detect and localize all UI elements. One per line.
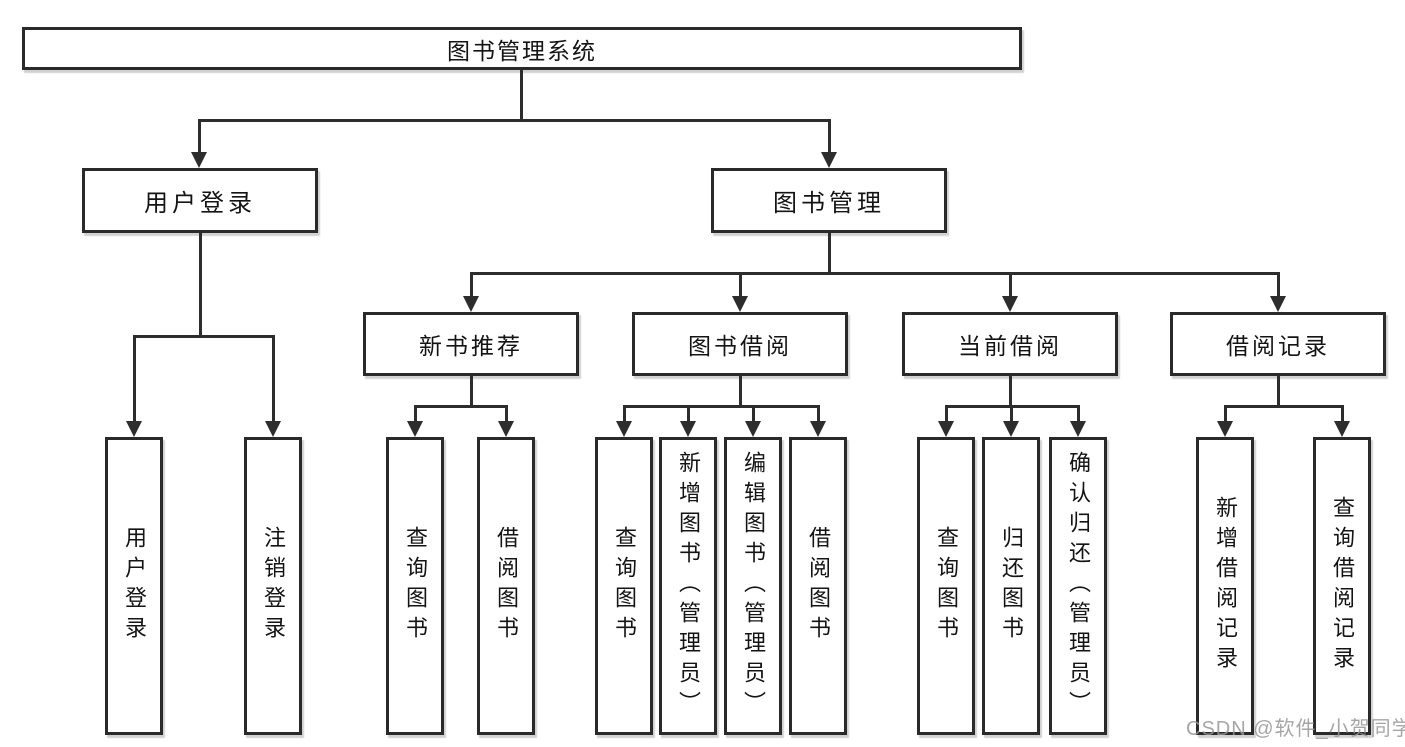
arrowhead-down-icon (1270, 296, 1286, 312)
arrowhead-down-icon (1334, 421, 1350, 437)
arrowhead-down-icon (810, 421, 826, 437)
node-label: 用户登录 (144, 190, 256, 217)
csdn-watermark: CSDN @软件_小贺同学 (1186, 718, 1405, 740)
node-bb-query-books: 查询图书 (595, 437, 653, 735)
node-label: 查询借阅记录 (1330, 496, 1355, 676)
node-user-login-action: 用户登录 (105, 437, 163, 735)
connector-bus (413, 405, 508, 408)
connector-drop (1223, 405, 1227, 421)
arrowhead-down-icon (821, 152, 837, 168)
node-label: 新增图书（管理员） (676, 451, 701, 721)
node-label: 归还图书 (999, 526, 1024, 646)
node-label: 借阅记录 (1226, 333, 1330, 359)
connector-stem (1008, 376, 1012, 405)
connector-drop (413, 405, 417, 421)
node-label: 图书管理 (773, 190, 885, 217)
connector-drop (686, 405, 690, 421)
connector-drop (1009, 405, 1013, 421)
arrowhead-down-icon (191, 152, 207, 168)
node-cb-query-books: 查询图书 (917, 437, 975, 735)
arrowhead-down-icon (407, 421, 423, 437)
connector-drop (816, 405, 820, 421)
arrowhead-down-icon (463, 296, 479, 312)
connector-drop (827, 119, 831, 152)
node-label: 借阅图书 (806, 526, 831, 646)
node-bb-edit-books-admin: 编辑图书（管理员） (724, 437, 782, 735)
connector-bus (1223, 405, 1344, 408)
arrowhead-down-icon (265, 421, 281, 437)
node-book-management: 图书管理 (711, 168, 947, 233)
connector-drop (1276, 272, 1280, 296)
node-book-management-system: 图书管理系统 (22, 27, 1022, 70)
arrowhead-down-icon (732, 296, 748, 312)
connector-drop (1340, 405, 1344, 421)
arrowhead-down-icon (126, 421, 142, 437)
connector-stem (469, 376, 473, 405)
arrowhead-down-icon (616, 421, 632, 437)
node-nb-borrow-books: 借阅图书 (477, 437, 535, 735)
node-book-borrow: 图书借阅 (632, 312, 848, 376)
node-br-add-borrow-record: 新增借阅记录 (1196, 437, 1254, 735)
connector-bus (132, 335, 275, 338)
arrowhead-down-icon (1070, 421, 1086, 437)
node-current-borrow: 当前借阅 (902, 312, 1118, 376)
connector-drop (1008, 272, 1012, 296)
node-cb-confirm-return-admin: 确认归还（管理员） (1049, 437, 1107, 735)
connector-drop (271, 335, 275, 421)
arrowhead-down-icon (680, 421, 696, 437)
connector-stem (738, 376, 742, 405)
node-logout-action: 注销登录 (244, 437, 302, 735)
node-br-query-borrow-record: 查询借阅记录 (1313, 437, 1371, 735)
node-user-login: 用户登录 (82, 168, 318, 233)
node-label: 注销登录 (261, 526, 286, 646)
connector-drop (132, 335, 136, 421)
connector-drop (738, 272, 742, 296)
node-label: 确认归还（管理员） (1066, 451, 1091, 721)
node-bb-add-books-admin: 新增图书（管理员） (659, 437, 717, 735)
arrowhead-down-icon (745, 421, 761, 437)
node-label: 新增借阅记录 (1213, 496, 1238, 676)
node-label: 查询图书 (612, 526, 637, 646)
arrowhead-down-icon (1217, 421, 1233, 437)
connector-bus (622, 405, 820, 408)
connector-stem (827, 233, 831, 272)
node-label: 编辑图书（管理员） (741, 451, 766, 721)
node-label: 查询图书 (403, 526, 428, 646)
node-label: 借阅图书 (494, 526, 519, 646)
connector-stem (519, 69, 523, 119)
node-label: 图书管理系统 (447, 37, 597, 64)
connector-drop (944, 405, 948, 421)
connector-drop (197, 119, 201, 152)
connector-drop (751, 405, 755, 421)
connector-drop (504, 405, 508, 421)
connector-stem (198, 233, 202, 335)
node-label: 图书借阅 (688, 333, 792, 359)
arrowhead-down-icon (938, 421, 954, 437)
connector-drop (622, 405, 626, 421)
node-label: 用户登录 (122, 526, 147, 646)
node-label: 新书推荐 (419, 333, 523, 359)
node-nb-query-books: 查询图书 (386, 437, 444, 735)
connector-drop (469, 272, 473, 296)
arrowhead-down-icon (1002, 296, 1018, 312)
arrowhead-down-icon (498, 421, 514, 437)
node-bb-borrow-books: 借阅图书 (789, 437, 847, 735)
arrowhead-down-icon (1003, 421, 1019, 437)
node-label: 当前借阅 (958, 333, 1062, 359)
node-borrow-records: 借阅记录 (1170, 312, 1386, 376)
connector-bus (197, 119, 831, 122)
connector-drop (1076, 405, 1080, 421)
connector-stem (1276, 376, 1280, 405)
node-new-book-recommend: 新书推荐 (363, 312, 579, 376)
connector-bus (469, 272, 1280, 275)
node-label: 查询图书 (934, 526, 959, 646)
node-cb-return-books: 归还图书 (982, 437, 1040, 735)
